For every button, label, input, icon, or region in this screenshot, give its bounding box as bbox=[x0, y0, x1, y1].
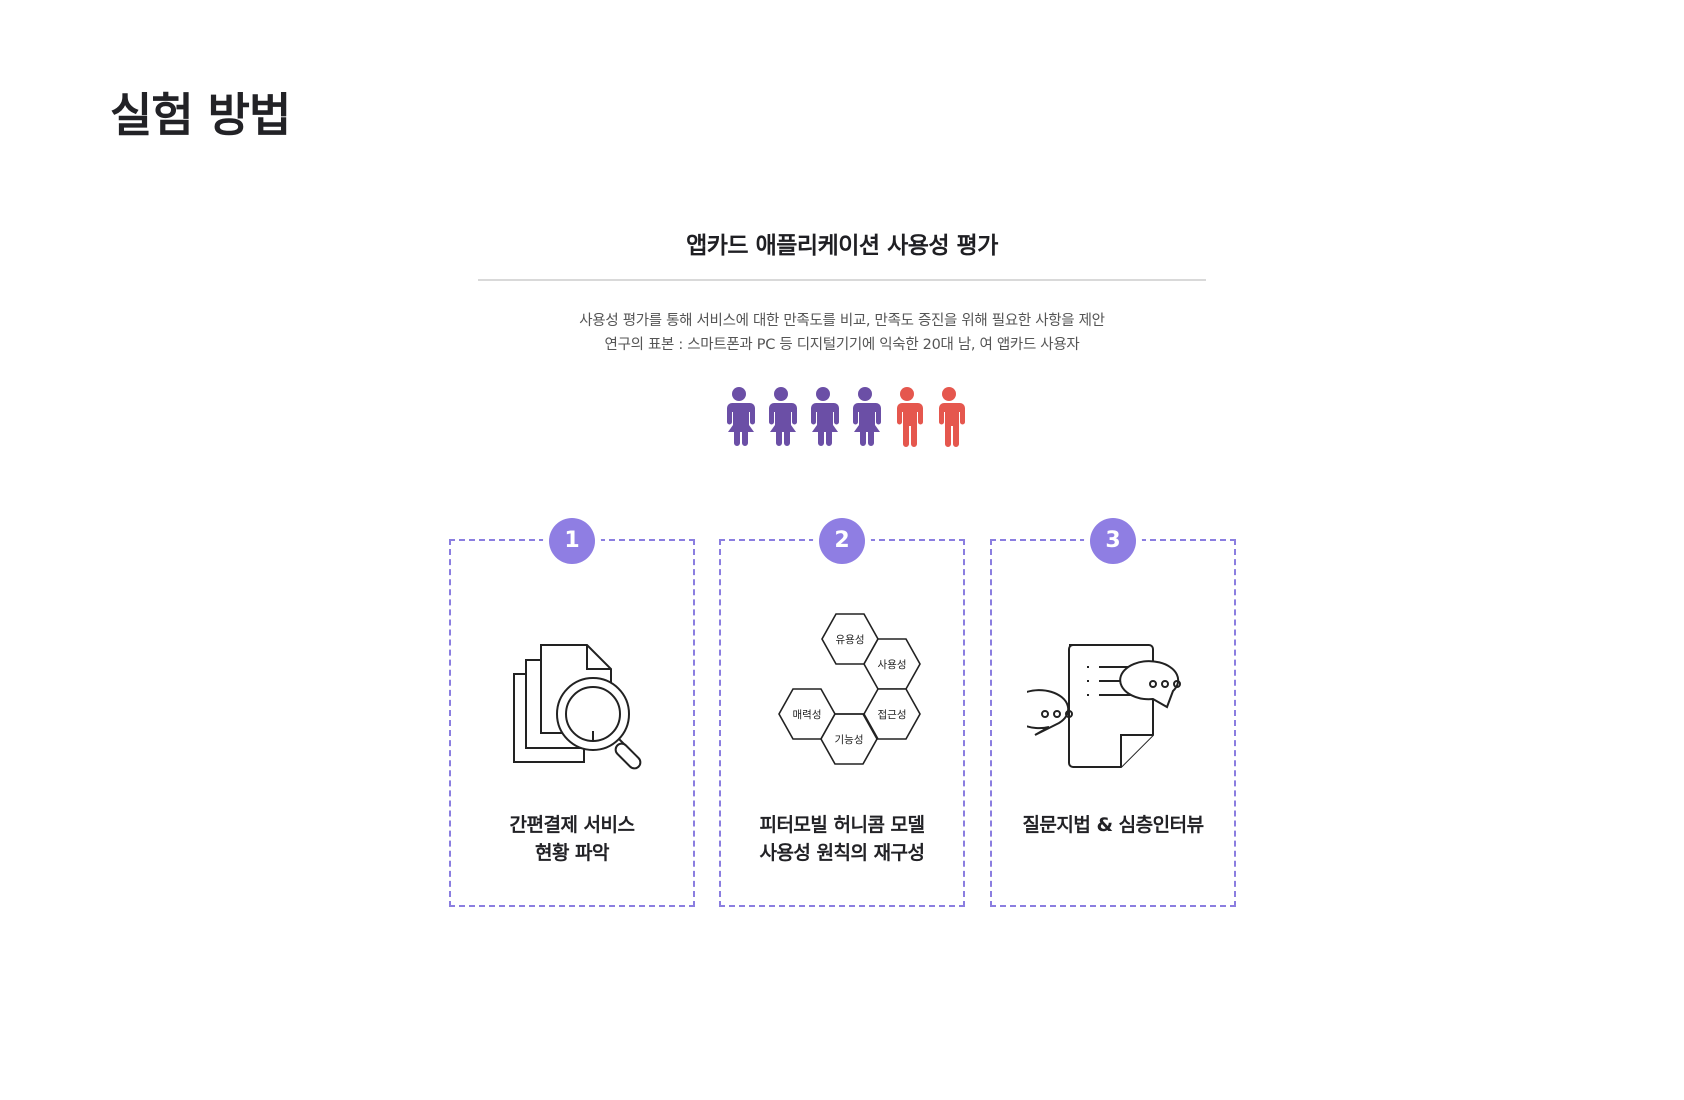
participants-group bbox=[722, 387, 966, 447]
svg-text:사용성: 사용성 bbox=[878, 659, 907, 671]
step-label: 피터모빌 허니콤 모델 사용성 원칙의 재구성 bbox=[759, 814, 925, 864]
step-number-badge: 3 bbox=[1090, 518, 1136, 564]
female-person-icon bbox=[811, 387, 839, 446]
evaluation-section: 앱카드 애플리케이션 사용성 평가 사용성 평가를 통해 서비스에 대한 만족도… bbox=[478, 228, 1206, 357]
description-line: 연구의 표본 : 스마트폰과 PC 등 디지털기기에 익숙한 20대 남, 여 … bbox=[604, 337, 1080, 353]
step-card-3: 3 질문지법 & 심층인터뷰 bbox=[990, 518, 1236, 907]
step-number-badge: 1 bbox=[549, 518, 595, 564]
step-label: 질문지법 & 심층인터뷰 bbox=[1022, 814, 1204, 836]
section-title: 앱카드 애플리케이션 사용성 평가 bbox=[686, 233, 998, 259]
step-card-2: 2 유용성 사용성 매력성 접근성 기능성 피터모빌 허니콤 모델 사용성 원칙… bbox=[719, 518, 965, 907]
step-label: 간편결제 서비스 현황 파악 bbox=[509, 814, 635, 864]
step-card-1: 1 간편결제 서비스 현황 파악 bbox=[449, 518, 695, 907]
svg-text:매력성: 매력성 bbox=[793, 709, 822, 721]
male-person-icon bbox=[896, 387, 923, 447]
step-number-badge: 2 bbox=[819, 518, 865, 564]
male-person-icon bbox=[938, 387, 965, 447]
description: 사용성 평가를 통해 서비스에 대한 만족도를 비교, 만족도 증진을 위해 필… bbox=[478, 309, 1206, 357]
svg-text:유용성: 유용성 bbox=[836, 634, 865, 646]
female-person-icon bbox=[853, 387, 881, 446]
female-person-icon bbox=[769, 387, 797, 446]
female-person-icon bbox=[727, 387, 755, 446]
svg-text:기능성: 기능성 bbox=[835, 734, 864, 746]
divider bbox=[478, 279, 1206, 281]
svg-text:접근성: 접근성 bbox=[878, 709, 907, 721]
document-search-icon bbox=[513, 644, 642, 770]
description-line: 사용성 평가를 통해 서비스에 대한 만족도를 비교, 만족도 증진을 위해 필… bbox=[579, 313, 1105, 329]
interview-chat-icon bbox=[1027, 644, 1181, 768]
honeycomb-icon: 유용성 사용성 매력성 접근성 기능성 bbox=[778, 613, 921, 765]
page-title: 실험 방법 bbox=[110, 88, 291, 142]
